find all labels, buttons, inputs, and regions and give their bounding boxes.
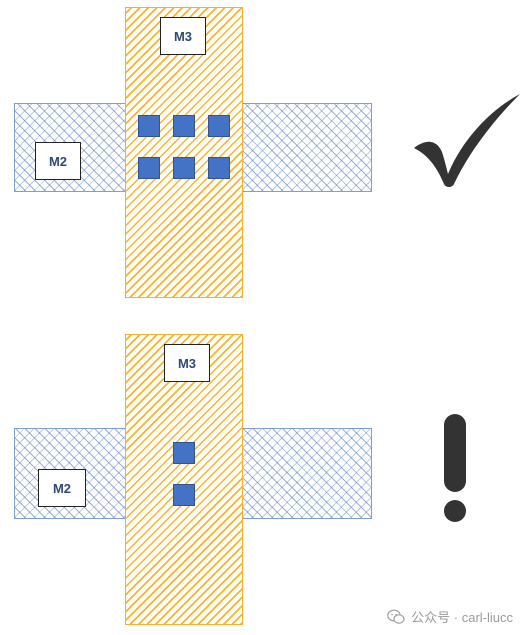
via: [138, 115, 160, 137]
watermark: 公众号 · carl-liucc: [387, 607, 513, 626]
via: [173, 442, 195, 464]
via: [173, 157, 195, 179]
m2-label: M2: [38, 469, 86, 507]
m3-wire: [125, 334, 243, 625]
via: [138, 157, 160, 179]
watermark-text: 公众号 · carl-liucc: [411, 610, 513, 625]
checkmark-icon: [414, 94, 520, 187]
m2-label: M2: [35, 142, 81, 180]
m3-wire: [125, 7, 243, 298]
via: [208, 115, 230, 137]
exclamation-icon: [444, 414, 466, 522]
wechat-icon: [387, 609, 405, 624]
m3-label: M3: [164, 344, 210, 382]
via: [173, 484, 195, 506]
layout-warn-vias: M3 M2: [0, 325, 525, 635]
layout-good-vias: M3 M2: [0, 0, 525, 310]
via: [208, 157, 230, 179]
m3-label: M3: [160, 17, 206, 55]
via: [173, 115, 195, 137]
